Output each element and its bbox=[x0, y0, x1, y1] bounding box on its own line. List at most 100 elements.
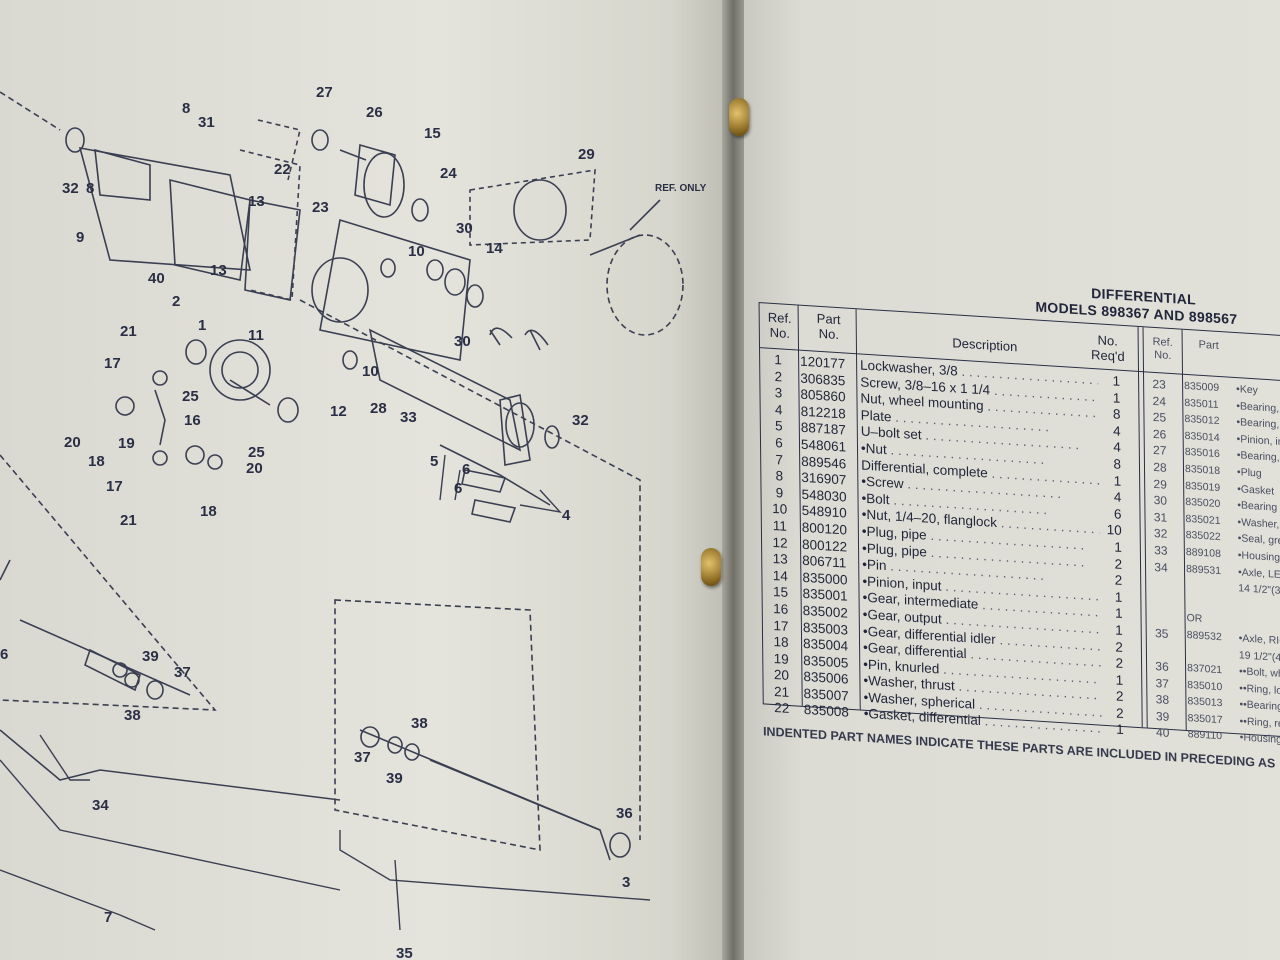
quantity: 1 bbox=[1112, 373, 1121, 389]
callout-label: 4 bbox=[562, 507, 571, 524]
callout-label: 30 bbox=[454, 333, 471, 350]
quantity: 6 bbox=[1113, 506, 1122, 522]
callout-label: 37 bbox=[174, 664, 191, 681]
callout-label: 38 bbox=[124, 707, 141, 724]
quantity: 2 bbox=[1115, 705, 1124, 721]
callout-label: 22 bbox=[274, 161, 291, 178]
callout-label: 37 bbox=[354, 749, 371, 766]
quantity: 2 bbox=[1115, 688, 1124, 705]
callout-label: 27 bbox=[316, 84, 333, 101]
callout-label: 29 bbox=[578, 146, 595, 163]
quantity: 1 bbox=[1116, 722, 1124, 738]
callout-label: 8 bbox=[182, 100, 190, 117]
callout-label: 32 bbox=[62, 180, 79, 197]
callout-label: 8 bbox=[86, 180, 94, 197]
callout-label: 13 bbox=[248, 193, 265, 210]
ref-number: 29 bbox=[1153, 476, 1167, 492]
quantity: 2 bbox=[1114, 572, 1123, 589]
callout-label: 10 bbox=[408, 243, 425, 260]
ref-number: 37 bbox=[1155, 675, 1169, 691]
quantity: 2 bbox=[1115, 655, 1124, 672]
callout-label: 13 bbox=[210, 262, 227, 279]
callout-label: 39 bbox=[142, 648, 159, 665]
callout-label: 1 bbox=[198, 317, 206, 334]
header-part-2: Part bbox=[1198, 338, 1219, 353]
ref-number: 35 bbox=[1154, 625, 1169, 641]
binding-gutter bbox=[722, 0, 744, 960]
ref-number: 36 bbox=[1155, 659, 1169, 674]
callout-label: 25 bbox=[182, 388, 199, 405]
quantity: 2 bbox=[1115, 639, 1123, 655]
parts-table: Ref. No. Part No. Description No. Req'd … bbox=[758, 302, 1280, 748]
callout-label: 3 bbox=[622, 874, 630, 891]
callout-label: 34 bbox=[92, 797, 109, 814]
header-part-no: Part No. bbox=[816, 310, 841, 343]
callout-label: 17 bbox=[104, 355, 121, 372]
callout-label: 14 bbox=[486, 240, 503, 257]
callout-label: 17 bbox=[106, 478, 123, 495]
callout-label: 10 bbox=[362, 363, 379, 380]
quantity: 1 bbox=[1115, 672, 1124, 688]
callout-label: 16 bbox=[184, 412, 201, 429]
ref-number: 39 bbox=[1155, 708, 1170, 724]
quantity: 4 bbox=[1113, 439, 1121, 456]
callout-label: 26 bbox=[366, 104, 383, 121]
callout-label: 18 bbox=[88, 453, 105, 470]
quantity: 1 bbox=[1113, 472, 1122, 489]
right-page bbox=[738, 0, 1280, 960]
ref-number: 34 bbox=[1154, 559, 1168, 575]
header-description: Description bbox=[952, 335, 1018, 355]
ref-number: 31 bbox=[1153, 509, 1168, 525]
callout-label: 6 bbox=[454, 480, 462, 497]
ref-number: 33 bbox=[1154, 542, 1168, 558]
part-description: •Housing, LH bbox=[1239, 731, 1280, 748]
quantity: 10 bbox=[1106, 522, 1122, 539]
ref-number: 22 bbox=[774, 700, 790, 717]
parts-list: DIFFERENTIAL MODELS 898367 AND 898567 Re… bbox=[758, 250, 1280, 816]
ref-number: 26 bbox=[1152, 426, 1167, 442]
quantity: 2 bbox=[1114, 555, 1123, 572]
callout-label: 39 bbox=[386, 770, 403, 787]
ref-number: 25 bbox=[1152, 410, 1167, 425]
part-number: 889110 bbox=[1187, 728, 1223, 743]
callout-label: 36 bbox=[616, 805, 633, 822]
quantity: 1 bbox=[1114, 589, 1123, 605]
callout-label: 40 bbox=[148, 270, 165, 287]
quantity: 4 bbox=[1113, 423, 1121, 439]
header-ref-no: Ref. No. bbox=[767, 309, 792, 342]
quantity: 8 bbox=[1113, 456, 1122, 472]
callout-label: 24 bbox=[440, 165, 457, 182]
callout-label: 32 bbox=[572, 412, 589, 429]
quantity: 1 bbox=[1114, 539, 1122, 555]
ref-number: 28 bbox=[1153, 459, 1167, 475]
diagram-callouts: 8 31 27 26 15 29 32 8 9 22 23 24 13 30 1… bbox=[0, 84, 707, 960]
callout-label: 9 bbox=[76, 229, 84, 246]
ref-only-label: REF. ONLY bbox=[655, 183, 707, 194]
callout-label: 19 bbox=[118, 435, 135, 452]
callout-label: 5 bbox=[430, 453, 438, 470]
callout-label: 15 bbox=[424, 125, 441, 142]
callout-label: 20 bbox=[64, 434, 81, 451]
callout-label: 28 bbox=[370, 400, 387, 417]
header-qty: No. Req'd bbox=[1090, 332, 1125, 365]
quantity: 1 bbox=[1114, 605, 1123, 622]
callout-label: 2 bbox=[172, 293, 180, 310]
callout-label: 31 bbox=[198, 114, 215, 131]
callout-label: 6 bbox=[462, 461, 470, 478]
ref-number: 24 bbox=[1152, 393, 1167, 409]
callout-label: 30 bbox=[456, 220, 473, 237]
quantity: 1 bbox=[1115, 622, 1123, 638]
quantity: 8 bbox=[1112, 406, 1121, 423]
callout-label: 25 bbox=[248, 444, 265, 461]
callout-label: 21 bbox=[120, 512, 137, 529]
callout-label: 33 bbox=[400, 409, 417, 426]
callout-label: 6 bbox=[0, 646, 8, 663]
ref-number: 27 bbox=[1153, 443, 1167, 459]
ref-number: 32 bbox=[1153, 526, 1168, 542]
callout-label: 18 bbox=[200, 503, 217, 520]
part-number: 835008 bbox=[803, 702, 849, 721]
quantity: 4 bbox=[1113, 489, 1122, 506]
ref-number: 40 bbox=[1156, 725, 1170, 741]
